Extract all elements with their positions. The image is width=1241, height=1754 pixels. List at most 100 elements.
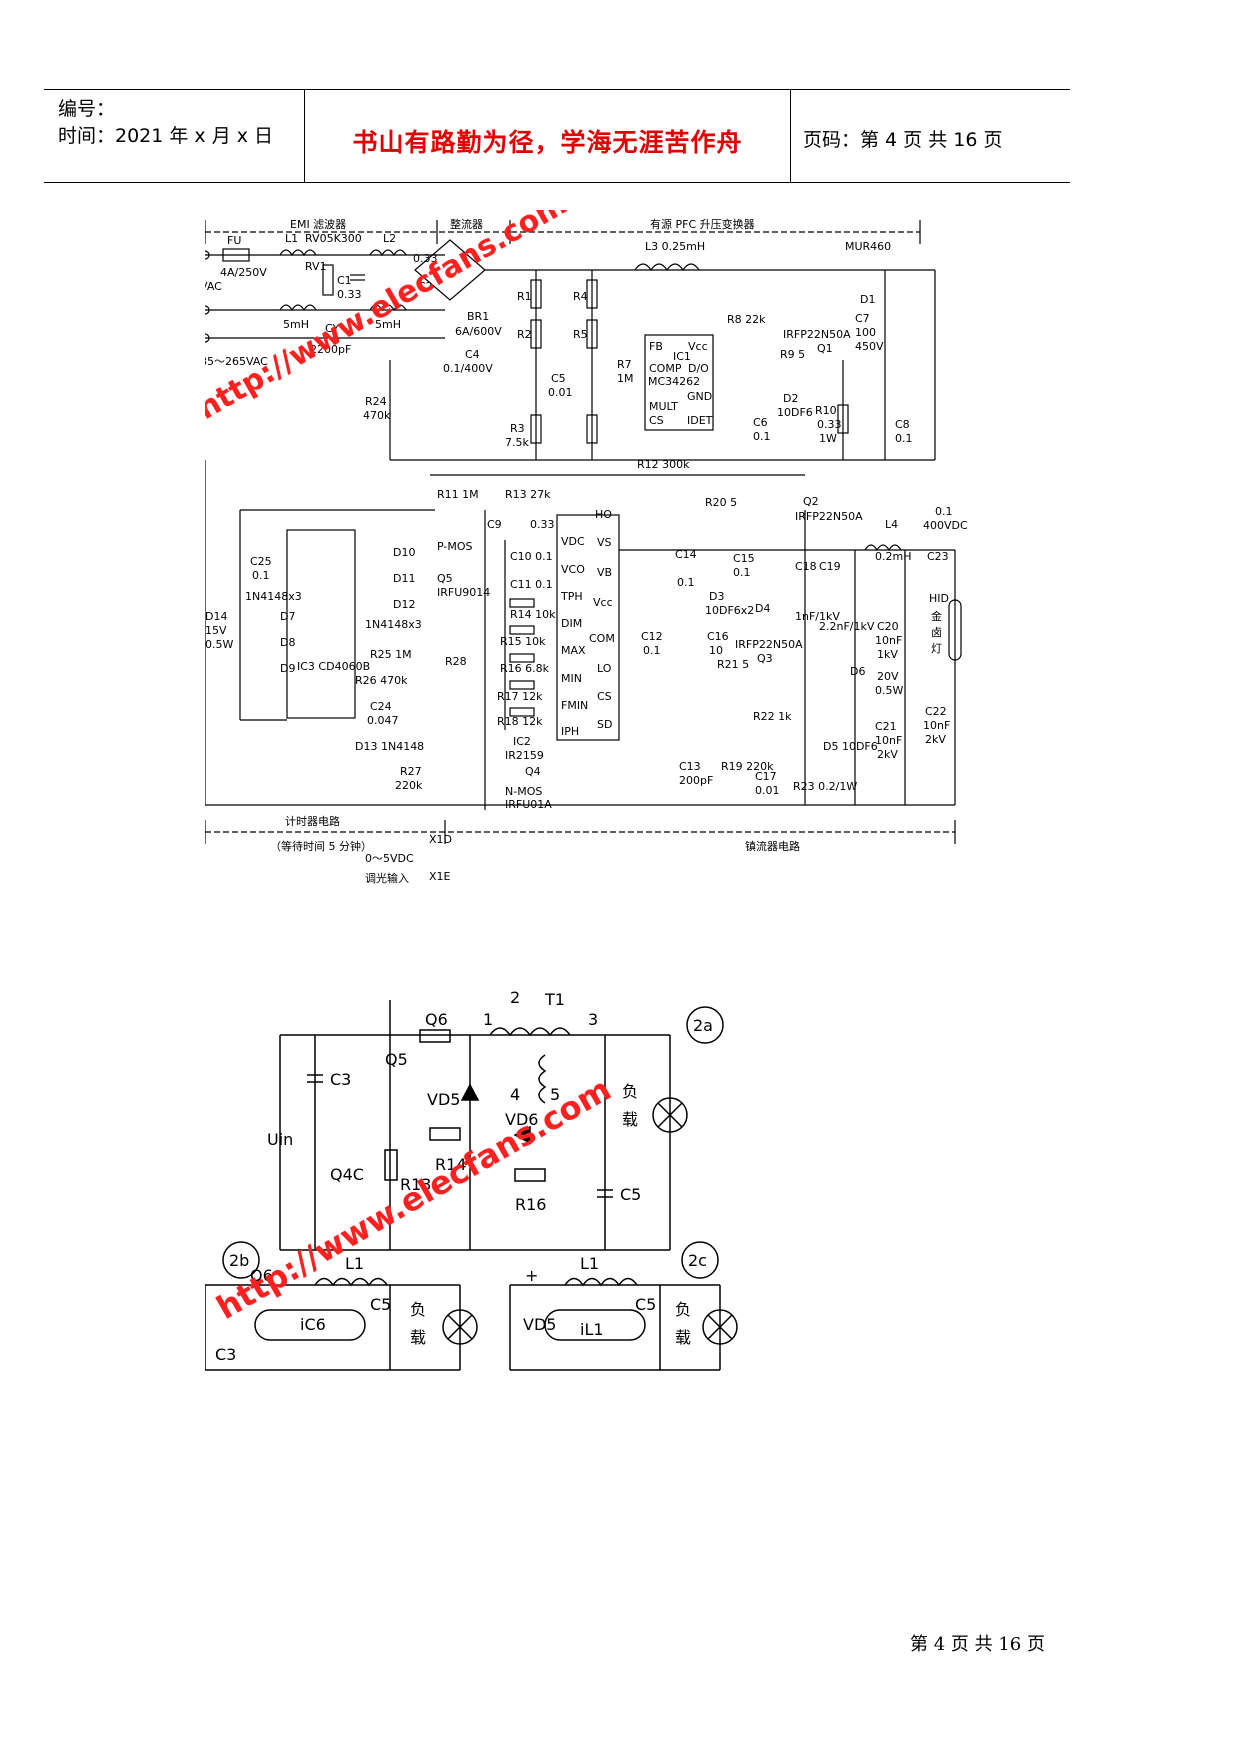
label-p-com: COM bbox=[589, 632, 615, 645]
label-c13v: 200pF bbox=[679, 774, 713, 787]
label-vd6: VD6 bbox=[505, 1110, 538, 1129]
label-pin-idet: IDET bbox=[687, 414, 713, 427]
label-t1: T1 bbox=[544, 990, 565, 1009]
label-c2: C2 bbox=[418, 280, 433, 293]
label-r13b: R13 bbox=[400, 1175, 431, 1194]
label-c14v: 0.1 bbox=[677, 576, 695, 589]
label-c5d: C5 bbox=[635, 1295, 656, 1314]
label-nmos: N-MOS bbox=[505, 785, 542, 798]
label-uin: Uin bbox=[267, 1130, 293, 1149]
label-r8: R8 22k bbox=[727, 313, 766, 326]
label-q6: Q6 bbox=[425, 1010, 448, 1029]
label-r18: R18 12k bbox=[497, 715, 543, 728]
label-q1n: Q1 bbox=[817, 342, 833, 355]
label-c24: C24 bbox=[370, 700, 392, 713]
label-c1: C1 bbox=[337, 274, 352, 287]
label-c5c: C5 bbox=[370, 1295, 391, 1314]
label-c4v: 0.1/400V bbox=[443, 362, 493, 375]
label-mur: MUR460 bbox=[845, 240, 891, 253]
label-ic1: IC1 bbox=[673, 350, 691, 363]
label-c10: C10 0.1 bbox=[510, 550, 553, 563]
label-d11: D11 bbox=[393, 572, 415, 585]
label-p-ho: HO bbox=[595, 508, 612, 521]
label-timer-sub: （等待时间 5 分钟） bbox=[270, 839, 372, 853]
label-pin-do: D/O bbox=[688, 362, 709, 375]
label-ic1-part: MC34262 bbox=[648, 375, 700, 388]
label-br1: BR1 bbox=[467, 310, 489, 323]
label-d4: D4 bbox=[755, 602, 770, 615]
label-r1: R1 bbox=[517, 290, 532, 303]
label-c3b: C3 bbox=[215, 1345, 236, 1364]
label-tag2a: 2a bbox=[693, 1016, 713, 1035]
label-tag2c: 2c bbox=[688, 1251, 707, 1270]
label-c18: C18 bbox=[795, 560, 817, 573]
page-code: 页码：第 4 页 共 16 页 bbox=[803, 129, 1003, 151]
label-r7: R7 bbox=[617, 358, 632, 371]
label-d13: D13 1N4148 bbox=[355, 740, 424, 753]
label-c7b: 450V bbox=[855, 340, 884, 353]
label-c16v: 10 bbox=[709, 644, 723, 657]
label-p-min: MIN bbox=[561, 672, 582, 685]
label-n4: 4 bbox=[510, 1085, 520, 1104]
label-pmos: P-MOS bbox=[437, 540, 473, 553]
label-c21: C21 bbox=[875, 720, 897, 733]
label-c4: C4 bbox=[465, 348, 480, 361]
label-c16: C16 bbox=[707, 630, 729, 643]
label-c22b: 2kV bbox=[925, 733, 946, 746]
label-rv: RV05K300 bbox=[305, 232, 362, 245]
label-ic2p: IR2159 bbox=[505, 749, 544, 762]
label-q3: Q3 bbox=[757, 652, 773, 665]
label-c19v: 2.2nF/1kV bbox=[819, 620, 875, 633]
label-ic6: iC6 bbox=[300, 1315, 326, 1334]
motto-text: 书山有路勤为径，学海无涯苦作舟 bbox=[352, 128, 743, 157]
label-p-sd: SD bbox=[597, 718, 612, 731]
label-r7v: 1M bbox=[617, 372, 634, 385]
label-p-vb: VB bbox=[597, 566, 612, 579]
label-c21a: 10nF bbox=[875, 734, 902, 747]
label-d9: D9 bbox=[280, 662, 295, 675]
label-vac-range: 85～265VAC bbox=[205, 355, 268, 368]
label-p-vco: VCO bbox=[561, 563, 585, 576]
label-d3v: 10DF6x2 bbox=[705, 604, 754, 617]
label-r16: R16 6.8k bbox=[500, 662, 550, 675]
label-r19: R19 220k bbox=[721, 760, 774, 773]
label-r10w: 1W bbox=[819, 432, 837, 445]
label-ballast: 镇流器电路 bbox=[745, 839, 800, 853]
label-load2c: 载 bbox=[675, 1328, 691, 1347]
label-c22: C22 bbox=[925, 705, 947, 718]
label-c14: C14 bbox=[675, 548, 697, 561]
label-r24: R24 bbox=[365, 395, 387, 408]
label-c25v: 0.1 bbox=[252, 569, 270, 582]
label-5mh-a: 5mH bbox=[283, 318, 309, 331]
label-load2: 载 bbox=[622, 1110, 638, 1129]
label-c24v: 0.047 bbox=[367, 714, 399, 727]
label-r14b: R14 bbox=[435, 1155, 466, 1174]
label-load2b: 载 bbox=[410, 1328, 426, 1347]
label-q4: Q4 bbox=[525, 765, 541, 778]
label-cy-val: 2200pF bbox=[310, 343, 351, 356]
watermark-2: http://www.elecfans.com bbox=[210, 1070, 617, 1327]
label-c23b: 400VDC bbox=[923, 519, 968, 532]
label-load1c: 负 bbox=[675, 1300, 691, 1319]
label-c033: 0.33 bbox=[413, 252, 438, 265]
half-bridge-diagram: Q6 Q5 T1 1 2 3 4 5 C3 VD5 VD6 Uin Q4C R1… bbox=[205, 988, 738, 1371]
label-r5: R5 bbox=[573, 328, 588, 341]
label-r24v: 470k bbox=[363, 409, 391, 422]
label-timer: 计时器电路 bbox=[285, 815, 340, 828]
label-vac: VAC bbox=[205, 280, 222, 293]
label-r20: R20 5 bbox=[705, 496, 737, 509]
label-l3: L3 0.25mH bbox=[645, 240, 705, 253]
label-c5v: 0.01 bbox=[548, 386, 573, 399]
label-5mh-b: 5mH bbox=[375, 318, 401, 331]
label-q2: Q2 bbox=[803, 495, 819, 508]
ballast-schematic: EMI 滤波器 整流器 有源 PFC 升压变换器 VAC 85～265VAC F… bbox=[205, 210, 968, 885]
label-c5: C5 bbox=[551, 372, 566, 385]
header-middle-cell: 书山有路勤为径，学海无涯苦作舟 bbox=[305, 90, 791, 182]
label-c7a: 100 bbox=[855, 326, 876, 339]
label-z20: 20V bbox=[877, 670, 899, 683]
label-c21b: 2kV bbox=[877, 748, 898, 761]
label-fu: FU bbox=[227, 234, 241, 247]
label-z20b: 0.5W bbox=[875, 684, 903, 697]
label-d14: D14 bbox=[205, 610, 227, 623]
label-br1-val: 6A/600V bbox=[455, 325, 502, 338]
